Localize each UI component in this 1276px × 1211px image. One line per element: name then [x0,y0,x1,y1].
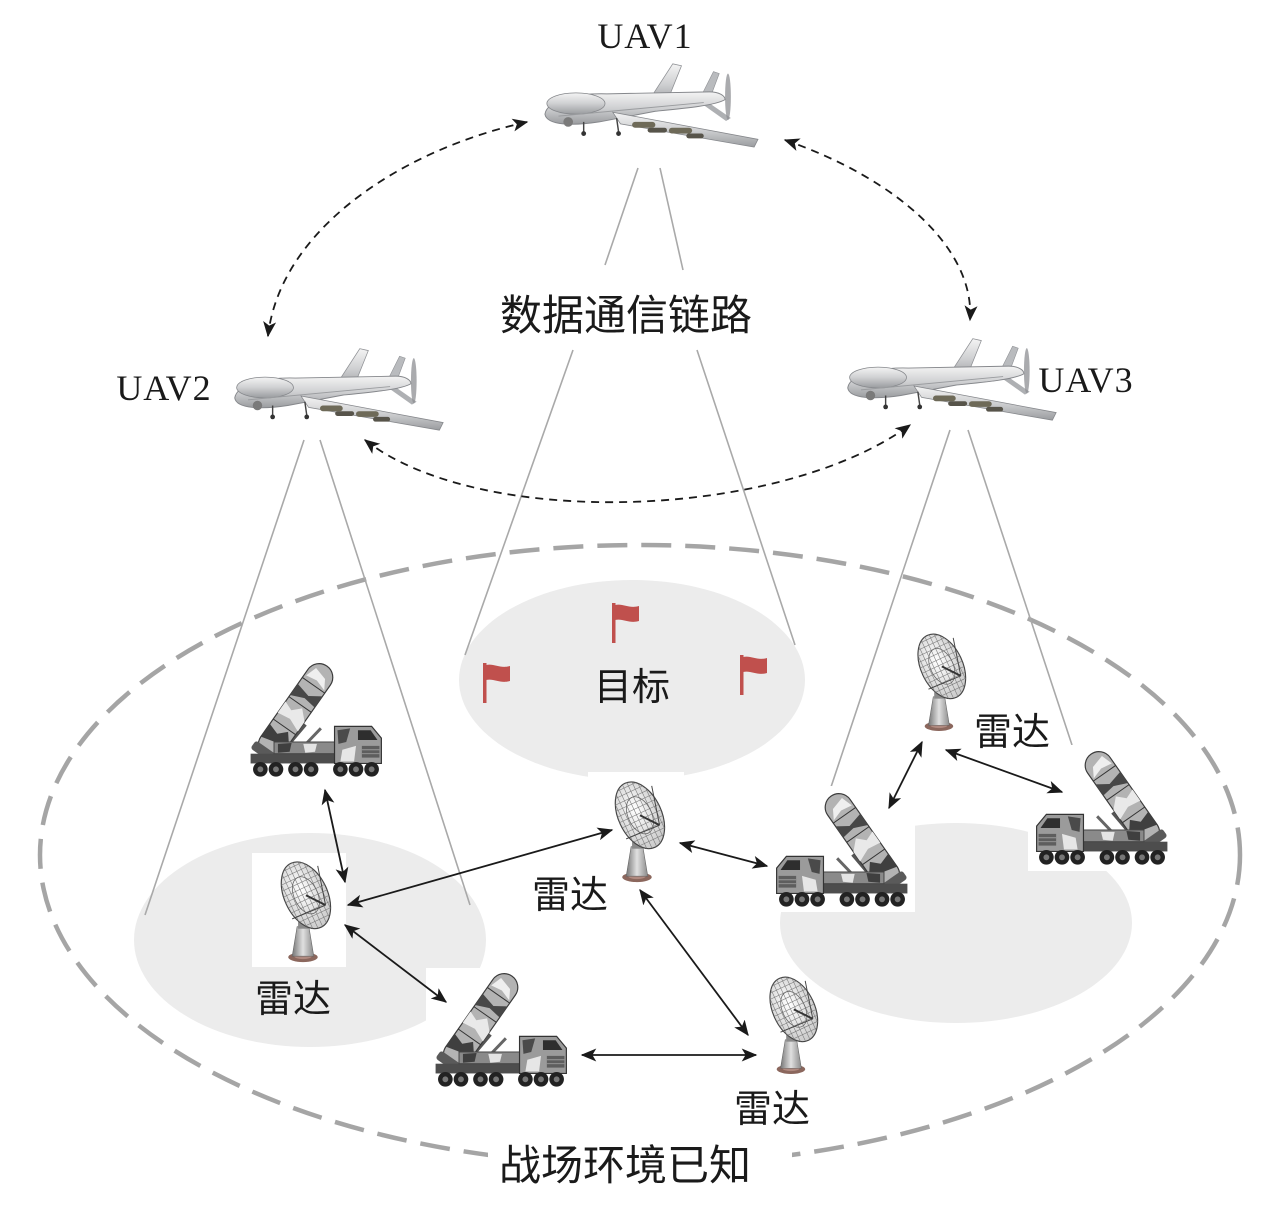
uav2-beam [144,439,471,916]
ground-link-arrow [944,748,1064,794]
ground-link-arrow [321,788,349,884]
uav3-beam [829,429,1073,791]
uav2-uav3-link-arrow [363,424,912,504]
battlefield-label: 战场环境已知 [499,1141,751,1190]
uav1-uav3-link-arrow [783,138,978,322]
battlefield-label-backdrop [488,1138,792,1190]
missile-launcher-icon [248,660,384,779]
radar-label: 雷达 [532,873,608,917]
radar-label: 雷达 [974,710,1050,754]
uav-icon [847,337,1057,421]
uav1-beam [464,167,796,656]
uav-icon [234,347,444,431]
ground-link-arrow [678,840,769,869]
radar-label: 雷达 [255,977,331,1021]
uav1-label: UAV1 [597,16,692,56]
uav1-uav2-link-arrow [263,118,529,338]
target-label: 目标 [594,665,670,709]
radar-label: 雷达 [734,1087,810,1131]
ground-link-arrow [888,740,923,810]
ground-link-arrow [639,888,749,1037]
uav-icon [544,63,759,148]
uav3-label: UAV3 [1038,360,1133,400]
uav2-label: UAV2 [116,368,211,408]
ground-link-arrow [343,924,448,1003]
ground-link-arrow [346,827,614,908]
data-link-label: 数据通信链路 [500,291,752,340]
target-area [459,580,805,780]
